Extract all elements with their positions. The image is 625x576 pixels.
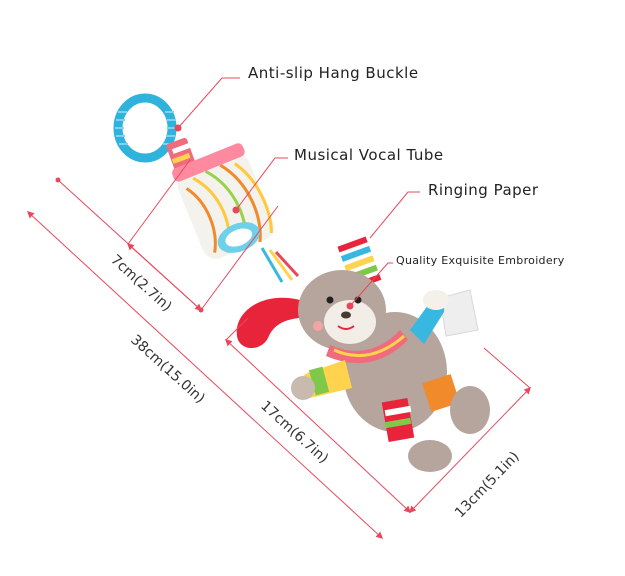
embroidery-label: Quality Exquisite Embroidery [396, 254, 565, 267]
ringing-paper-label: Ringing Paper [428, 181, 539, 199]
hang-buckle-label: Anti-slip Hang Buckle [248, 64, 419, 82]
hang-buckle-ring [113, 93, 177, 163]
ribbons [260, 247, 300, 283]
vocal-tube-label: Musical Vocal Tube [294, 146, 444, 164]
dimension-lines [26, 159, 531, 539]
